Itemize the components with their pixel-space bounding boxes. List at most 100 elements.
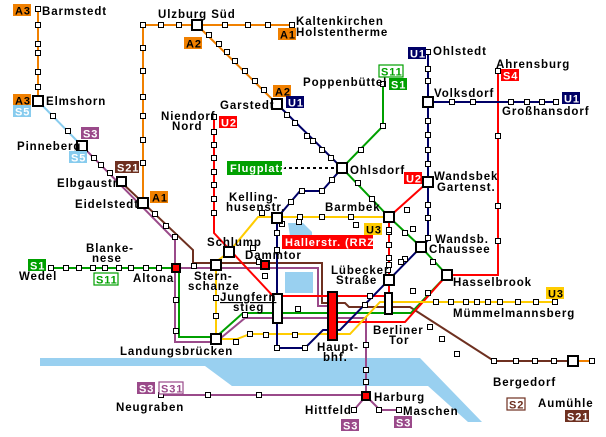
minor-stop[interactable] [508, 99, 514, 105]
minor-stop[interactable] [319, 147, 325, 153]
minor-stop[interactable] [410, 288, 416, 294]
minor-stop[interactable] [211, 114, 217, 120]
station-ohlsdorf[interactable] [336, 162, 348, 174]
minor-stop[interactable] [454, 351, 460, 357]
minor-stop[interactable] [140, 94, 146, 100]
minor-stop[interactable] [425, 235, 431, 241]
station-wandsb-chaussee[interactable] [415, 241, 427, 253]
minor-stop[interactable] [245, 22, 251, 28]
station-dammtor[interactable] [260, 260, 270, 270]
station-eidelstedt[interactable] [137, 197, 149, 209]
minor-stop[interactable] [524, 99, 530, 105]
minor-stop[interactable] [425, 118, 431, 124]
minor-stop[interactable] [425, 66, 431, 72]
station-hauptbahnhof[interactable] [327, 291, 338, 341]
minor-stop[interactable] [433, 299, 439, 305]
minor-stop[interactable] [292, 332, 298, 338]
minor-stop[interactable] [173, 328, 179, 334]
station-jungfernstieg[interactable] [272, 293, 283, 324]
minor-stop[interactable] [495, 238, 501, 244]
minor-stop[interactable] [474, 299, 480, 305]
minor-stop[interactable] [491, 358, 497, 364]
station-ulzburg[interactable] [191, 19, 203, 31]
minor-stop[interactable] [410, 226, 416, 232]
minor-stop[interactable] [48, 265, 54, 271]
minor-stop[interactable] [261, 87, 267, 93]
minor-stop[interactable] [495, 68, 501, 74]
minor-stop[interactable] [358, 147, 364, 153]
minor-stop[interactable] [363, 367, 369, 373]
minor-stop[interactable] [539, 99, 545, 105]
minor-stop[interactable] [274, 230, 280, 236]
minor-stop[interactable] [205, 392, 211, 398]
minor-stop[interactable] [250, 245, 256, 251]
minor-stop[interactable] [376, 407, 382, 413]
station-sternschanze[interactable] [210, 259, 222, 271]
station-volksdorf[interactable] [422, 96, 434, 108]
minor-stop[interactable] [213, 295, 219, 301]
minor-stop[interactable] [430, 259, 436, 265]
minor-stop[interactable] [353, 222, 359, 228]
minor-stop[interactable] [551, 358, 557, 364]
station-luebecker-strasse[interactable] [383, 274, 395, 286]
minor-stop[interactable] [304, 133, 310, 139]
minor-stop[interactable] [284, 112, 290, 118]
minor-stop[interactable] [552, 299, 558, 305]
minor-stop[interactable] [296, 219, 302, 225]
minor-stop[interactable] [386, 227, 392, 233]
minor-stop[interactable] [449, 99, 455, 105]
minor-stop[interactable] [348, 214, 354, 220]
minor-stop[interactable] [156, 265, 162, 271]
station-schlump[interactable] [223, 246, 235, 258]
minor-stop[interactable] [233, 339, 239, 345]
minor-stop[interactable] [63, 265, 69, 271]
minor-stop[interactable] [355, 180, 361, 186]
minor-stop[interactable] [213, 313, 219, 319]
minor-stop[interactable] [247, 331, 253, 337]
minor-stop[interactable] [425, 49, 431, 55]
minor-stop[interactable] [35, 84, 41, 90]
minor-stop[interactable] [351, 407, 357, 413]
minor-stop[interactable] [288, 199, 294, 205]
minor-stop[interactable] [553, 99, 559, 105]
minor-stop[interactable] [385, 267, 391, 273]
minor-stop[interactable] [211, 129, 217, 135]
minor-stop[interactable] [211, 155, 217, 161]
station-kellinghusenstr[interactable] [271, 212, 283, 224]
minor-stop[interactable] [425, 147, 431, 153]
minor-stop[interactable] [425, 161, 431, 167]
minor-stop[interactable] [107, 170, 113, 176]
minor-stop[interactable] [295, 306, 301, 312]
minor-stop[interactable] [386, 242, 392, 248]
minor-stop[interactable] [292, 120, 298, 126]
minor-stop[interactable] [140, 22, 146, 28]
minor-stop[interactable] [176, 22, 182, 28]
station-elmshorn[interactable] [32, 95, 44, 107]
minor-stop[interactable] [396, 407, 402, 413]
minor-stop[interactable] [329, 177, 335, 183]
minor-stop[interactable] [140, 160, 146, 166]
minor-stop[interactable] [140, 113, 146, 119]
minor-stop[interactable] [102, 265, 108, 271]
minor-stop[interactable] [513, 358, 519, 364]
minor-stop[interactable] [211, 142, 217, 148]
minor-stop[interactable] [319, 214, 325, 220]
minor-stop[interactable] [263, 332, 269, 338]
minor-stop[interactable] [35, 6, 41, 12]
station-garstedt[interactable] [271, 98, 283, 110]
minor-stop[interactable] [224, 49, 230, 55]
label-flugplatz[interactable]: Flugplatz [230, 163, 286, 175]
minor-stop[interactable] [91, 155, 97, 161]
minor-stop[interactable] [495, 203, 501, 209]
minor-stop[interactable] [369, 196, 375, 202]
minor-stop[interactable] [495, 133, 501, 139]
minor-stop[interactable] [386, 255, 392, 261]
minor-stop[interactable] [425, 290, 431, 296]
minor-stop[interactable] [211, 210, 217, 216]
minor-stop[interactable] [262, 273, 268, 279]
minor-stop[interactable] [140, 137, 146, 143]
minor-stop[interactable] [380, 123, 386, 129]
station-landungsbruecken[interactable] [210, 333, 222, 345]
minor-stop[interactable] [289, 22, 295, 28]
minor-stop[interactable] [211, 182, 217, 188]
